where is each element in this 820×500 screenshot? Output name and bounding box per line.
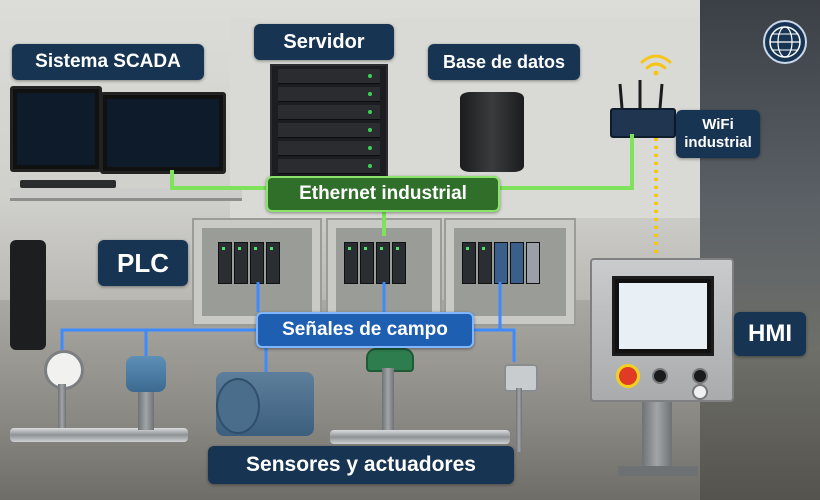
- ethernet-line-router: [498, 134, 634, 190]
- scada-monitor-left: [10, 86, 102, 172]
- sensors-actuators-label: Sensores y actuadores: [208, 446, 514, 484]
- rack-unit: [278, 87, 380, 102]
- plc-module: [478, 242, 492, 284]
- plant-background: [700, 0, 820, 500]
- scada-system-label: Sistema SCADA: [12, 44, 204, 80]
- office-chair: [10, 240, 46, 350]
- indicator-light: [692, 368, 708, 384]
- hmi-stand: [642, 396, 672, 476]
- push-button: [692, 384, 708, 400]
- field-signals-label: Señales de campo: [256, 312, 474, 348]
- database-cylinder: [460, 92, 524, 172]
- hmi-display: [619, 283, 707, 349]
- temperature-sensor-head: [504, 364, 538, 392]
- plc-module: [266, 242, 280, 284]
- plc-module: [218, 242, 232, 284]
- control-valve-stem: [382, 368, 394, 430]
- plc-module: [392, 242, 406, 284]
- plc-label: PLC: [98, 240, 188, 286]
- field-signal-bus: [60, 328, 258, 350]
- desk: [10, 188, 242, 201]
- scada-monitor-right: [100, 92, 226, 174]
- rack-unit: [278, 105, 380, 120]
- wifi-label-line2: industrial: [684, 134, 752, 151]
- field-signal-bus-right: [470, 328, 516, 362]
- plc-module: [360, 242, 374, 284]
- ethernet-industrial-label: Ethernet industrial: [266, 176, 500, 212]
- temperature-sensor-stem: [516, 388, 522, 452]
- plc-module: [510, 242, 524, 284]
- wifi-signal-icon: [640, 54, 672, 76]
- ethernet-line-scada: [170, 170, 278, 190]
- database-label: Base de datos: [428, 44, 580, 80]
- transmitter-body: [138, 392, 154, 430]
- rack-unit: [278, 159, 380, 174]
- pressure-transmitter: [126, 356, 166, 392]
- motor-fan-cover: [216, 378, 260, 434]
- server-rack: [270, 64, 388, 186]
- hmi-label: HMI: [734, 312, 806, 356]
- hmi-base: [618, 466, 698, 476]
- plc-module: [344, 242, 358, 284]
- pipe-left: [10, 428, 188, 442]
- monitor-screen: [107, 99, 219, 167]
- emergency-stop-button: [616, 364, 640, 388]
- globe-network-glyph: [769, 26, 801, 58]
- rack-unit: [278, 141, 380, 156]
- hmi-screen: [612, 276, 714, 356]
- wifi-router: [610, 108, 676, 138]
- plc-module: [462, 242, 476, 284]
- rack-unit: [278, 69, 380, 84]
- plc-module: [526, 242, 540, 284]
- hmi-panel: [590, 258, 734, 402]
- globe-network-icon: [763, 20, 807, 64]
- plc-module: [234, 242, 248, 284]
- keyboard: [20, 180, 116, 188]
- monitor-screen: [17, 93, 95, 165]
- router-antennas: [618, 80, 664, 109]
- server-label: Servidor: [254, 24, 394, 60]
- gauge-stem: [58, 384, 66, 428]
- selector-switch: [652, 368, 668, 384]
- plc-cabinet-3: [444, 218, 576, 326]
- rack-unit: [278, 123, 380, 138]
- wifi-label-line1: WiFi: [702, 116, 734, 133]
- pipe-center: [330, 430, 510, 444]
- wifi-industrial-label: WiFi industrial: [676, 110, 760, 158]
